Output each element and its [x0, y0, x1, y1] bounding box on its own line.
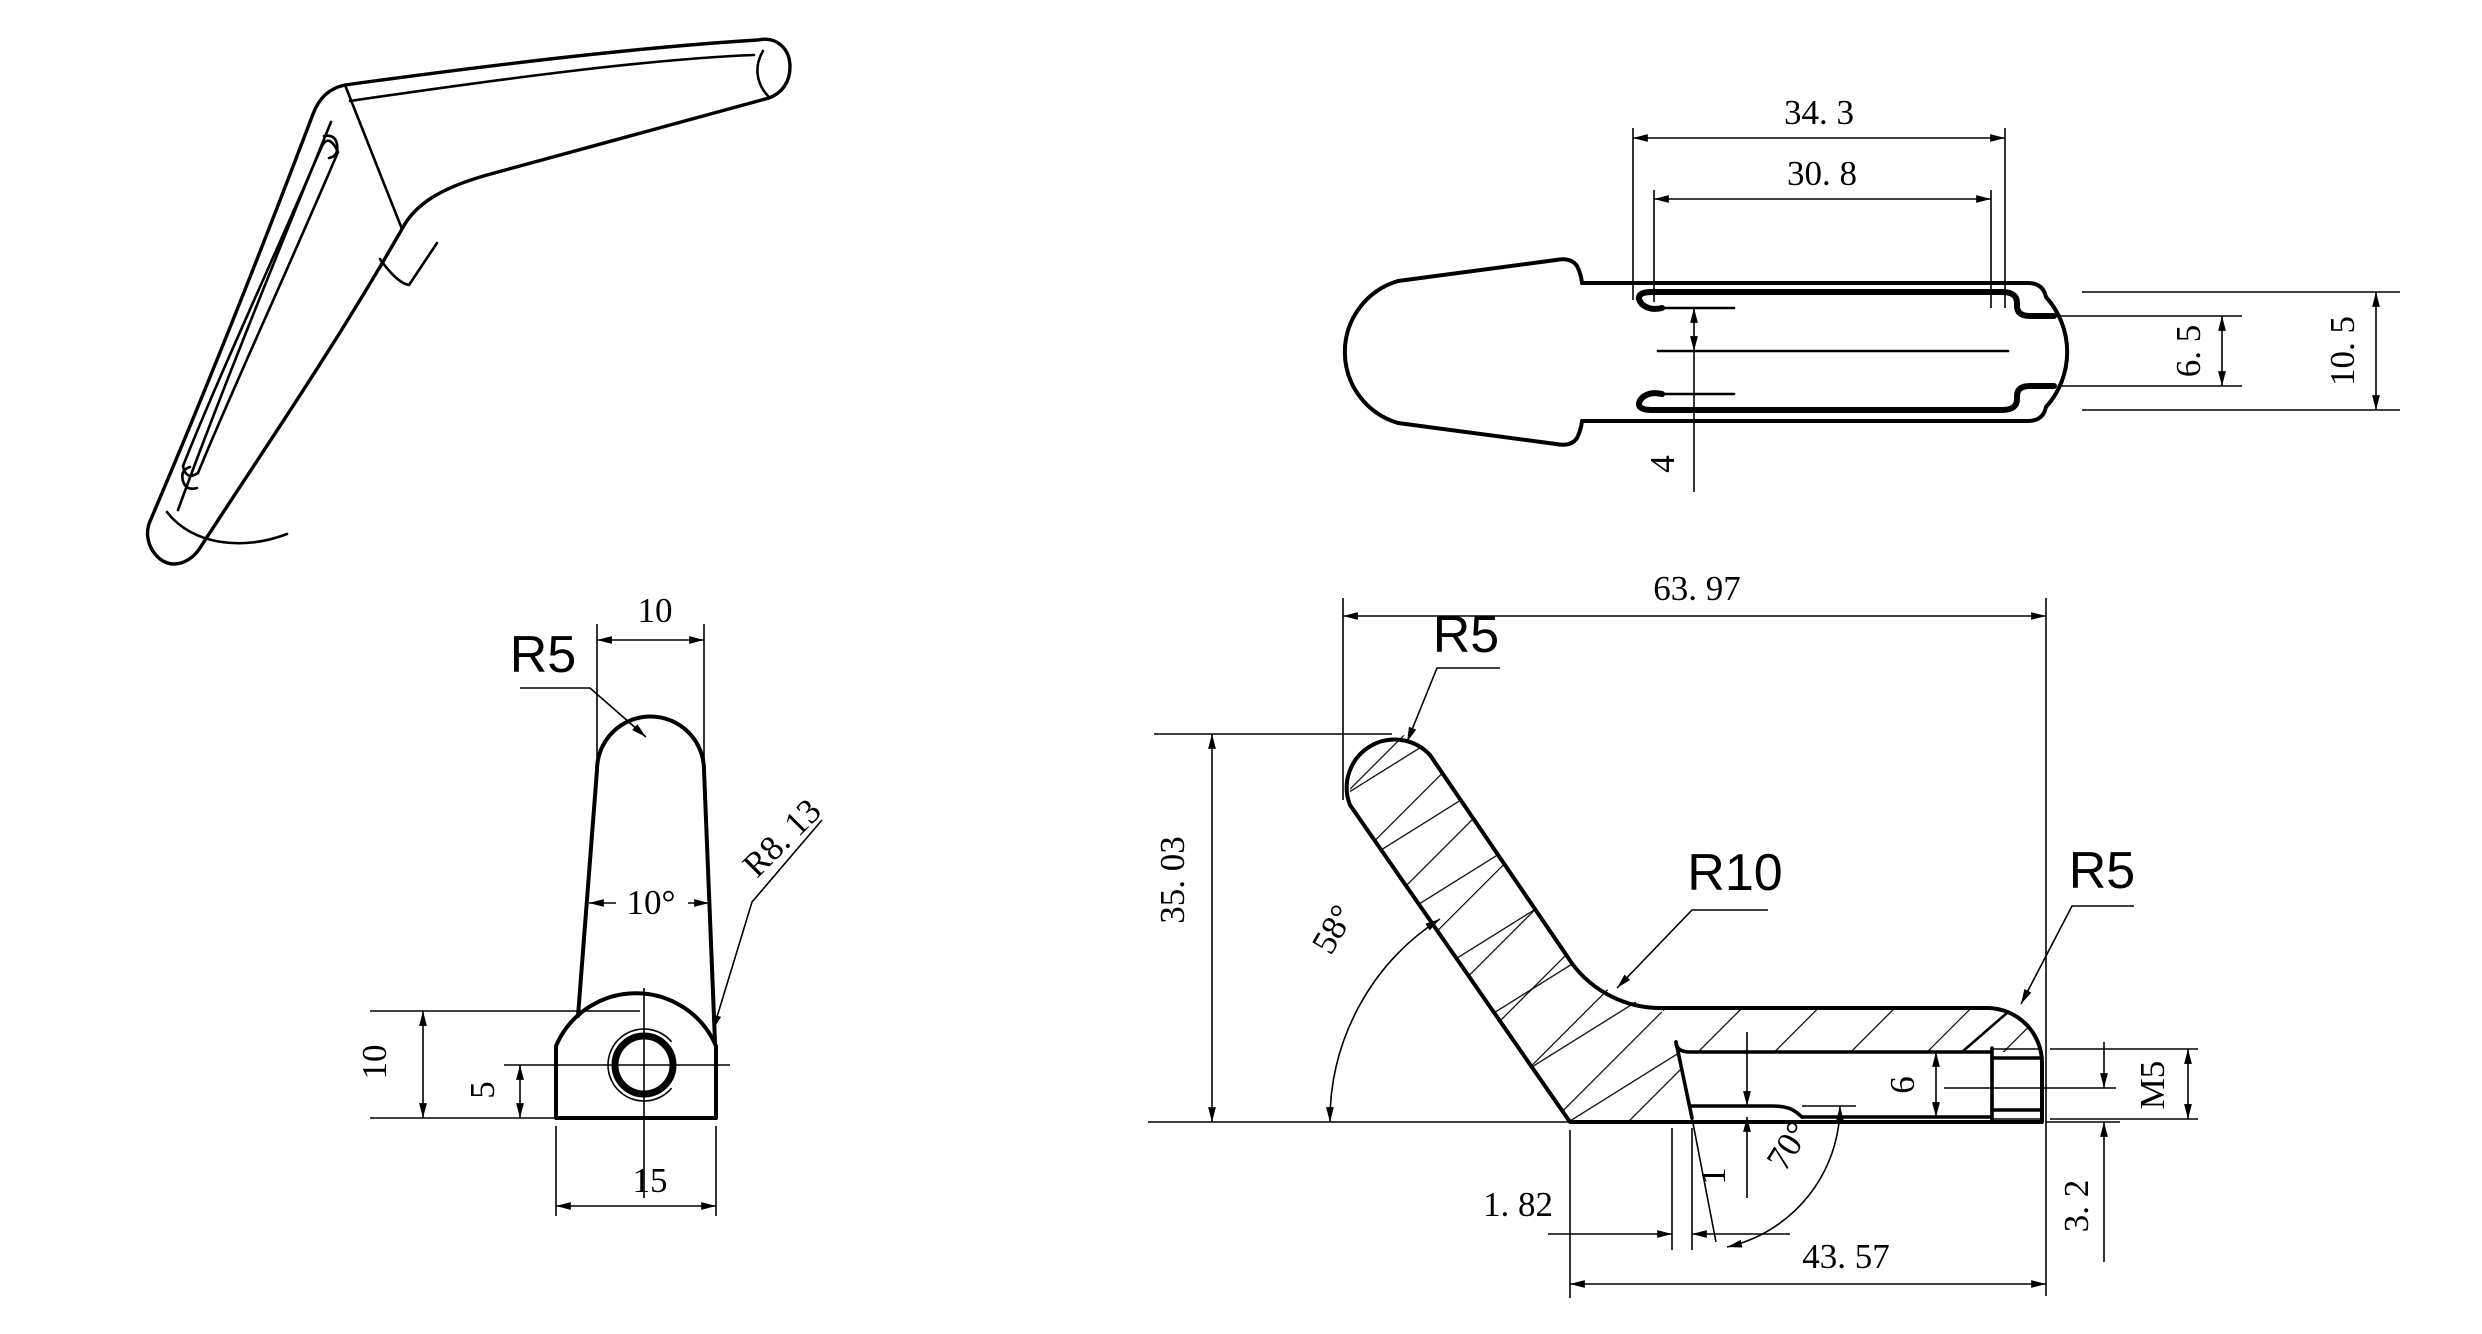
leader-line [520, 687, 647, 738]
top-view: 34. 3 30. 8 6. 5 10. 5 4 [1342, 93, 2400, 492]
dim-section-overall-height: 35. 03 [1153, 836, 1192, 924]
dim-section-thread-callout: M5 [2133, 1061, 2172, 1110]
iso-tip-face-edge [756, 49, 770, 98]
leader-line [1406, 667, 1500, 743]
iso-bend-crease [343, 83, 404, 231]
dim-section-base-length: 43. 57 [1802, 1237, 1890, 1276]
dim-section-arm-angle: 58° [1304, 898, 1362, 960]
iso-top-face-edge [348, 53, 756, 103]
iso-slot-bottom-cap [181, 464, 200, 478]
section-view-dimensions: 63. 97 R5 35. 03 58° R10 R5 70° 1 1. 82 … [1153, 569, 2198, 1298]
leader-line [1616, 909, 1768, 989]
dim-front-base-height: 10 [355, 1045, 394, 1080]
top-slot-upper-band [1635, 289, 2057, 319]
front-view-part [546, 714, 730, 1198]
top-slot-lower-band [1635, 383, 2057, 413]
section-part [1148, 737, 2116, 1243]
dim-front-hole-height: 5 [463, 1081, 502, 1099]
front-base-outline [554, 991, 718, 1120]
dim-section-overall-length: 63. 97 [1653, 569, 1741, 608]
dim-front-base-radius: R8. 13 [735, 791, 829, 885]
label-section-end-radius: R5 [2069, 842, 2135, 900]
top-view-dimensions: 34. 3 30. 8 6. 5 10. 5 4 [1632, 93, 2400, 492]
isometric-view [145, 37, 792, 566]
label-section-fillet-radius: R10 [1687, 844, 1782, 902]
dim-section-wall-offset: 1. 82 [1483, 1185, 1553, 1224]
dim-top-slot-outer-length: 34. 3 [1784, 93, 1854, 132]
angle-arc-58 [1326, 918, 1441, 1123]
dim-section-axis-to-bottom: 3. 2 [2057, 1180, 2096, 1233]
section-hatching [1349, 734, 2042, 1122]
dim-top-slot-inner-width: 6. 5 [2169, 325, 2208, 378]
iso-part-outline [145, 37, 792, 566]
top-part-outline [1342, 257, 2070, 447]
label-front-top-radius: R5 [510, 626, 576, 684]
iso-bend-tangent-edge [378, 241, 439, 287]
section-slot-left-wall [1674, 1040, 1694, 1120]
section-wall-extension [1691, 1117, 1717, 1243]
dim-section-step-height: 1 [1694, 1167, 1733, 1185]
front-view-dimensions: 10 R5 10° R8. 13 10 5 15 [355, 591, 829, 1216]
hatch-fill-arm-b [1349, 734, 1692, 1122]
front-view: 10 R5 10° R8. 13 10 5 15 [355, 591, 829, 1216]
dim-front-top-width: 10 [638, 591, 673, 630]
top-view-part [1342, 257, 2070, 447]
dim-top-slot-outer-width: 10. 5 [2323, 316, 2362, 386]
leader-line [2020, 905, 2134, 1005]
dim-section-wall-angle: 70° [1759, 1115, 1818, 1177]
leader-line [712, 819, 823, 1031]
dim-top-slot-inner-length: 30. 8 [1787, 154, 1857, 193]
label-section-tip-radius: R5 [1433, 606, 1499, 664]
iso-slot-right-edge [196, 150, 340, 475]
section-corner-edge [1960, 1010, 2010, 1054]
angle-arc-70 [1726, 1105, 1844, 1248]
dim-front-base-width: 15 [633, 1161, 668, 1200]
iso-slot-top-hook [322, 134, 339, 160]
dim-front-draft-angle: 10° [627, 883, 676, 922]
iso-bottom-inner-edge [165, 510, 289, 545]
dim-top-step-offset: 4 [1643, 455, 1682, 473]
iso-slot-left-edge [181, 144, 324, 468]
front-tower-outline [576, 714, 717, 1044]
section-view: 63. 97 R5 35. 03 58° R10 R5 70° 1 1. 82 … [1148, 569, 2198, 1298]
section-part-outline [1344, 737, 2044, 1124]
dim-section-slot-height: 6 [1883, 1076, 1922, 1094]
iso-slot-bottom-hook [181, 465, 199, 490]
